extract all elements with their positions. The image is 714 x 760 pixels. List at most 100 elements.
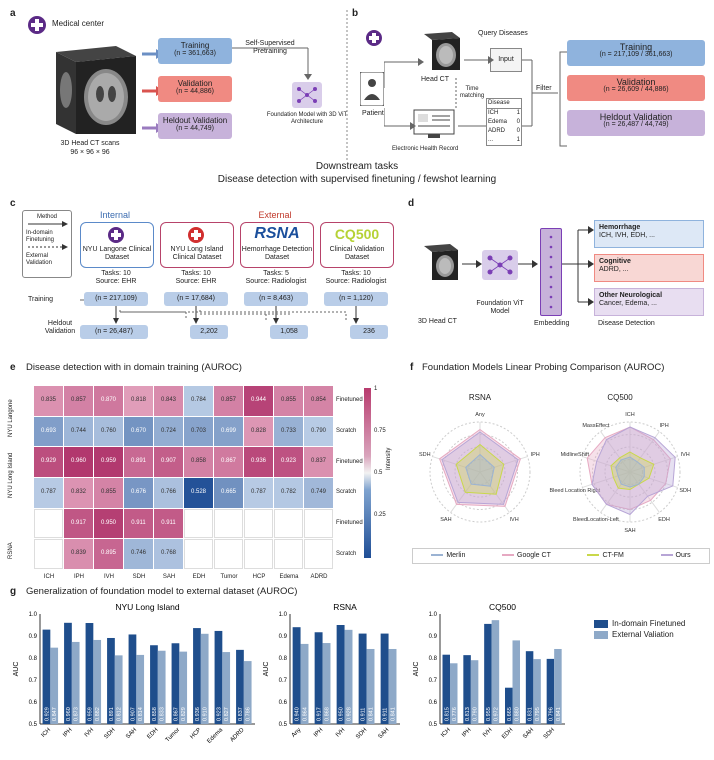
radar-grid-ring xyxy=(617,459,643,485)
heatmap-cell xyxy=(34,539,63,569)
legend-indomain: In-domain Finetuning xyxy=(26,230,55,243)
heatmap-cell: 0.693 xyxy=(34,416,63,447)
a-validation-label: Validation xyxy=(177,79,213,88)
radar-axis-label: IVH xyxy=(681,452,690,458)
bar xyxy=(128,634,137,724)
radar-axis xyxy=(629,471,678,488)
radar-axis xyxy=(582,471,631,488)
heldout-n-1: 2,202 xyxy=(190,325,228,339)
heatmap-cell xyxy=(184,539,213,569)
heatmap-cell: 0.787 xyxy=(34,478,63,508)
radar-axis xyxy=(600,431,631,473)
input-box: Input xyxy=(490,48,522,72)
bar xyxy=(442,654,450,724)
disease-1: Edema xyxy=(488,119,508,125)
heatmap-cell: 0.733 xyxy=(274,416,303,447)
y-axis-label: AUC xyxy=(413,662,420,677)
panel-f-label: f xyxy=(410,362,414,373)
cat2-items: ADRD, ... xyxy=(599,266,629,273)
heatmap-col-label: SDH xyxy=(132,574,146,580)
b-heldout-label: Heldout Validation xyxy=(599,112,673,122)
y-tick-label: 1.0 xyxy=(29,612,38,618)
heatmap-row-tag: Finetuned xyxy=(336,520,363,526)
bar xyxy=(380,633,389,724)
dataset-3-name: Clinical Validation Dataset xyxy=(329,246,385,261)
bar xyxy=(463,655,471,724)
disease-2: ADRD xyxy=(488,128,506,134)
fm-icon xyxy=(292,82,322,108)
dataset-2-name: Hemorrhage Detection Dataset xyxy=(241,246,313,261)
heatmap-cell xyxy=(274,539,303,569)
b-heldout-box: Heldout Validation (n = 26,487 / 44,749) xyxy=(567,110,705,136)
d-fm-label: Foundation ViT Model xyxy=(476,300,524,315)
y-tick-label: 0.5 xyxy=(279,722,288,728)
bar-value-label: 0.831 xyxy=(528,707,534,721)
legend-googlect: Google CT xyxy=(502,552,551,560)
panel-b-arrows xyxy=(384,56,558,130)
cat3-title: Other Neurological xyxy=(599,292,663,299)
radar-axis xyxy=(479,471,510,513)
panel-g-label: g xyxy=(10,586,17,597)
radar-series-polygon xyxy=(586,426,671,511)
rsna-logo: RSNA xyxy=(254,225,300,242)
heatmap-cell: 0.923 xyxy=(274,447,303,477)
b-validation-box: Validation (n = 26,609 / 44,886) xyxy=(567,75,705,101)
training-row-label: Training xyxy=(28,296,54,303)
dataset-2-source: Source: Radiologist xyxy=(245,278,307,285)
radar-axis-label: Bleed Location Right xyxy=(549,488,600,494)
bar xyxy=(322,643,331,724)
heatmap-row-group: RSNA xyxy=(8,542,14,560)
x-tick-label: SDH xyxy=(543,727,556,740)
legend-method: Method xyxy=(36,214,57,220)
heatmap-cell: 0.665 xyxy=(214,478,243,508)
bar-value-label: 0.665 xyxy=(507,707,513,721)
heatmap-cell xyxy=(34,508,63,539)
bar-value-label: 0.812 xyxy=(117,707,123,721)
radar-axis-label: IVH xyxy=(510,517,519,523)
cat1-items: ICH, IVH, EDH, ... xyxy=(599,232,656,239)
heatmap-cell: 0.895 xyxy=(94,539,123,569)
heatmap-cell: 0.837 xyxy=(304,447,333,477)
bar-value-label: 0.814 xyxy=(138,707,144,721)
bar-legend: In-domain Finetuned External Valiation xyxy=(594,620,685,640)
ehr-label: Electronic Health Record xyxy=(392,146,459,152)
bar xyxy=(214,630,223,724)
heatmap-cell xyxy=(244,539,273,569)
x-tick-label: SDH xyxy=(103,727,116,740)
heatmap-cell: 0.929 xyxy=(34,447,63,477)
dataset-3-source: Source: Radiologist xyxy=(325,278,387,285)
d-ct-image xyxy=(420,242,460,282)
radar-axis-label: ICH xyxy=(625,412,635,418)
bar-value-label: 0.776 xyxy=(452,707,458,721)
bar xyxy=(512,640,520,724)
heatmap-cell: 0.784 xyxy=(184,386,213,416)
bar xyxy=(71,641,80,724)
heatmap-row-tag: Finetuned xyxy=(336,458,363,465)
heatmap-cell: 0.782 xyxy=(274,478,303,508)
heatmap-cell: 0.749 xyxy=(304,478,333,508)
panel-b-label: b xyxy=(352,8,359,19)
radar-axis xyxy=(629,431,660,473)
a-training-label: Training xyxy=(180,41,210,50)
a-training-n: (n = 361,663) xyxy=(174,50,216,57)
dataset-1-source: Source: EHR xyxy=(175,278,217,285)
bar-value-label: 0.847 xyxy=(52,707,58,721)
flag-3: 1 xyxy=(516,137,520,143)
x-tick-label: SAH xyxy=(125,727,138,740)
radar-grid-ring xyxy=(579,421,681,523)
x-tick-label: ICH xyxy=(440,727,452,739)
train-n-2: (n = 8,463) xyxy=(244,292,308,306)
radar-axis xyxy=(600,471,631,513)
radar-axis-label: EDH xyxy=(658,517,670,523)
bar xyxy=(200,633,209,724)
bar-value-label: 0.923 xyxy=(216,707,222,721)
bar xyxy=(236,649,244,724)
cat-other: Other Neurological Cancer, Edema, ... xyxy=(594,288,704,316)
radar-charts: AnyIPHIVHSAHSDHICHIPHIVHSDHEDHSAHBleedLo… xyxy=(419,412,691,534)
panel-c-label: c xyxy=(10,198,16,209)
heatmap-cell: 0.768 xyxy=(154,539,183,569)
x-tick-label: SAH xyxy=(522,727,535,740)
cat-cognitive: Cognitive ADRD, ... xyxy=(594,254,704,282)
radar-axis-label: SDH xyxy=(679,488,691,494)
cb-tick-1: 1 xyxy=(374,386,378,392)
